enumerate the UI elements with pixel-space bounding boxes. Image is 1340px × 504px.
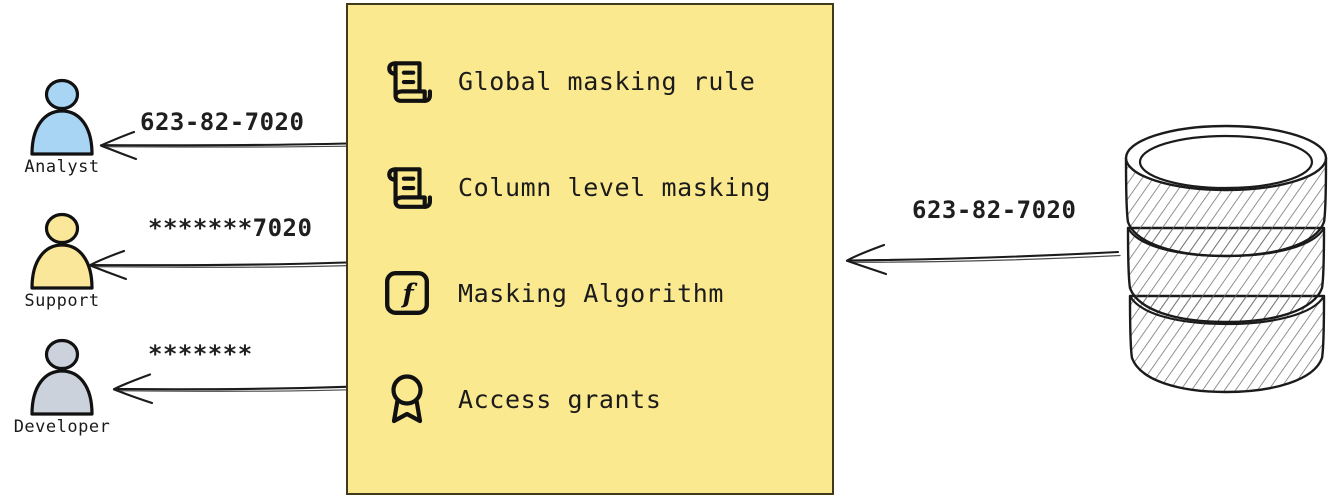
user-icon [30,338,94,416]
policy-item-access-grants[interactable]: Access grants [380,369,832,429]
arrow-to-analyst [99,130,349,161]
flow-label-developer: ******* [148,340,253,368]
database-cylinder-icon[interactable] [1118,118,1336,400]
arrow-to-support [88,249,349,281]
actor-support[interactable]: Support [2,212,122,311]
arrow-from-database [845,243,1121,276]
svg-text:f: f [400,279,417,309]
actor-analyst-label: Analyst [24,157,100,177]
policy-item-label: Global masking rule [458,66,756,96]
policy-item-global-masking-rule[interactable]: Global masking rule [380,51,832,111]
policy-item-label: Access grants [458,384,662,414]
policy-item-label: Column level masking [458,172,772,202]
policy-item-column-level-masking[interactable]: Column level masking [380,157,832,217]
actor-support-label: Support [24,291,100,311]
scroll-icon [380,160,434,214]
policy-item-label: Masking Algorithm [458,278,725,308]
policy-list: Global masking rule [348,5,832,493]
award-icon [380,372,434,426]
user-icon [30,212,94,290]
flow-label-analyst: 623-82-7020 [140,108,305,136]
user-icon [30,78,94,156]
actor-analyst[interactable]: Analyst [2,78,122,177]
scroll-icon [380,54,434,108]
function-icon: f [380,266,434,320]
arrow-to-developer [112,373,349,405]
policy-item-masking-algorithm[interactable]: f Masking Algorithm [380,263,832,323]
flow-label-support: *******7020 [148,214,313,242]
actor-developer[interactable]: Developer [2,338,122,437]
actor-developer-label: Developer [13,417,111,437]
flow-label-database: 623-82-7020 [912,196,1077,224]
policy-panel: Global masking rule [346,3,834,495]
